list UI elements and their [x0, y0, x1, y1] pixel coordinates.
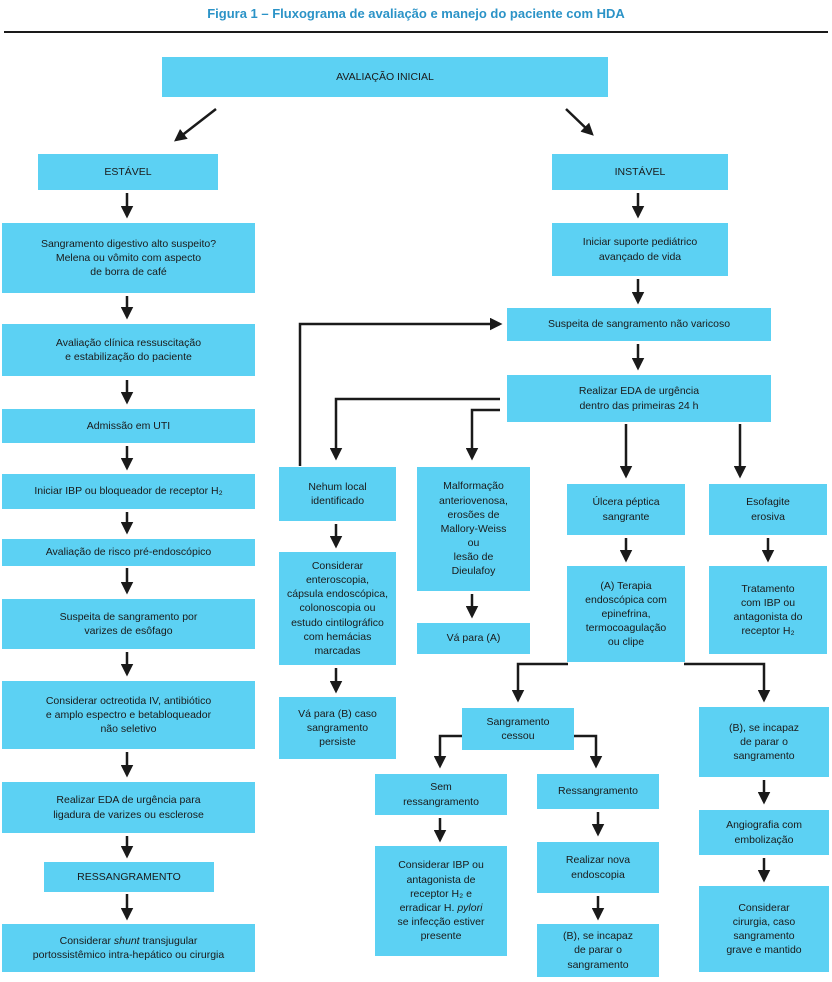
box-label: AVALIAÇÃO INICIAL — [336, 70, 434, 83]
box-label: Avaliação de risco pré-endoscópico — [45, 546, 212, 559]
box-considerar-enteroscopia: Considerar enteroscopia, cápsula endoscó… — [279, 552, 396, 665]
box-avaliacao-inicial: AVALIAÇÃO INICIAL — [162, 57, 608, 97]
box-label: INSTÁVEL — [614, 165, 666, 178]
arrow-to-malformacao — [465, 408, 500, 461]
box-label: Realizar EDA de urgência dentro das prim… — [578, 385, 700, 412]
box-va-para-a: Vá para (A) — [417, 623, 530, 654]
box-iniciar-suporte: Iniciar suporte pediátrico avançado de v… — [552, 223, 728, 276]
figure-title: Figura 1 – Fluxograma de avaliação e man… — [207, 6, 625, 21]
text-part: Considerar — [59, 934, 114, 947]
box-label: Realizar EDA de urgência para ligadura d… — [53, 794, 204, 821]
box-label: Considerar octreotida IV, antibiótico e … — [45, 694, 212, 736]
box-label: Realizar nova endoscopia — [565, 854, 631, 881]
box-sangramento-suspeito: Sangramento digestivo alto suspeito? Mel… — [2, 223, 255, 293]
box-label: Suspeita de sangramento por varizes de e… — [59, 610, 198, 637]
box-label: Iniciar suporte pediátrico avançado de v… — [582, 236, 698, 263]
box-label: Considerar shunt transjugular portossist… — [33, 934, 224, 962]
box-malformacao: Malformação anteriovenosa, erosões de Ma… — [417, 467, 530, 591]
text-part: se infecção estiver presente — [397, 916, 485, 943]
box-label: Considerar IBP ou antagonista de recepto… — [398, 858, 485, 943]
text-italic: shunt — [113, 934, 140, 947]
box-label: Ressangramento — [558, 785, 638, 798]
box-avaliacao-risco: Avaliação de risco pré-endoscópico — [2, 539, 255, 566]
box-label: Malformação anteriovenosa, erosões de Ma… — [439, 480, 508, 578]
box-iniciar-ibp: Iniciar IBP ou bloqueador de receptor H₂ — [2, 474, 255, 509]
box-angiografia: Angiografia com embolização — [699, 810, 829, 855]
text-part: Considerar IBP ou antagonista de recepto… — [398, 859, 484, 914]
box-terapia-endoscopica: (A) Terapia endoscópica com epinefrina, … — [567, 566, 685, 662]
title-divider — [4, 31, 828, 33]
arrow-to-ress — [574, 734, 603, 769]
box-label: Avaliação clínica ressuscitação e estabi… — [55, 336, 202, 363]
box-nenhum-local: Nehum local identificado — [279, 467, 396, 521]
box-considerar-cirurgia: Considerar cirurgia, caso sangramento gr… — [699, 886, 829, 972]
text-part: transjugular portossistêmico intra-hepát… — [32, 934, 225, 961]
box-suspeita-varizes: Suspeita de sangramento por varizes de e… — [2, 599, 255, 649]
box-label: (B), se incapaz de parar o sangramento — [562, 930, 634, 971]
box-admissao-uti: Admissão em UTI — [2, 409, 255, 443]
box-realizar-nova-endoscopia: Realizar nova endoscopia — [537, 842, 659, 893]
box-label: RESSANGRAMENTO — [77, 870, 181, 883]
box-ulcera: Úlcera péptica sangrante — [567, 484, 685, 535]
box-estavel: ESTÁVEL — [38, 154, 218, 190]
arrow-to-estavel — [174, 108, 217, 142]
box-label: Tratamento com IBP ou antagonista do rec… — [733, 582, 803, 638]
text-italic: pylori — [457, 902, 483, 914]
box-label: Suspeita de sangramento não varicoso — [547, 318, 731, 331]
box-sem-ressangramento: Sem ressangramento — [375, 774, 507, 815]
box-instavel: INSTÁVEL — [552, 154, 728, 190]
box-considerar-shunt: Considerar shunt transjugular portossist… — [2, 924, 255, 972]
box-b-incapaz-centro: (B), se incapaz de parar o sangramento — [537, 924, 659, 977]
box-label: Admissão em UTI — [86, 419, 171, 432]
arrow-to-sem — [433, 734, 462, 769]
box-label: Esofagite erosiva — [746, 496, 790, 523]
arrow-to-nenhum — [329, 397, 500, 461]
box-label: Nehum local identificado — [308, 480, 367, 507]
box-suspeita-nao-varicoso: Suspeita de sangramento não varicoso — [507, 308, 771, 341]
box-sangramento-cessou: Sangramento cessou — [462, 708, 574, 750]
box-label: Sem ressangramento — [403, 781, 479, 808]
box-label: Úlcera péptica sangrante — [592, 496, 660, 523]
box-avaliacao-clinica: Avaliação clínica ressuscitação e estabi… — [2, 324, 255, 376]
box-label: Sangramento cessou — [486, 715, 550, 742]
box-label: Iniciar IBP ou bloqueador de receptor H₂ — [34, 485, 223, 498]
box-ressangramento: Ressangramento — [537, 774, 659, 809]
box-label: Considerar enteroscopia, cápsula endoscó… — [287, 559, 388, 657]
box-realizar-eda-24h: Realizar EDA de urgência dentro das prim… — [507, 375, 771, 422]
box-esofagite: Esofagite erosiva — [709, 484, 827, 535]
box-label: (B), se incapaz de parar o sangramento — [728, 721, 800, 763]
arrow-loop-back — [298, 317, 503, 466]
box-realizar-eda-ligadura: Realizar EDA de urgência para ligadura d… — [2, 782, 255, 833]
box-tratamento-ibp: Tratamento com IBP ou antagonista do rec… — [709, 566, 827, 654]
box-label: Considerar cirurgia, caso sangramento gr… — [726, 901, 802, 957]
box-label: (A) Terapia endoscópica com epinefrina, … — [585, 579, 667, 649]
box-ressangramento-maiusc: RESSANGRAMENTO — [44, 862, 214, 892]
arrow-to-cessou — [511, 662, 568, 703]
box-label: Angiografia com embolização — [726, 819, 802, 846]
box-label: Sangramento digestivo alto suspeito? Mel… — [40, 237, 217, 279]
box-considerar-ibp-pylori: Considerar IBP ou antagonista de recepto… — [375, 846, 507, 956]
box-label: Vá para (B) caso sangramento persiste — [298, 707, 377, 749]
box-considerar-octreotida: Considerar octreotida IV, antibiótico e … — [2, 681, 255, 749]
arrow-to-instavel — [565, 108, 594, 136]
box-b-incapaz-direita: (B), se incapaz de parar o sangramento — [699, 707, 829, 777]
arrow-to-b-right — [684, 662, 771, 703]
box-label: Vá para (A) — [446, 632, 501, 645]
box-label: ESTÁVEL — [104, 165, 152, 178]
box-va-para-b: Vá para (B) caso sangramento persiste — [279, 697, 396, 759]
